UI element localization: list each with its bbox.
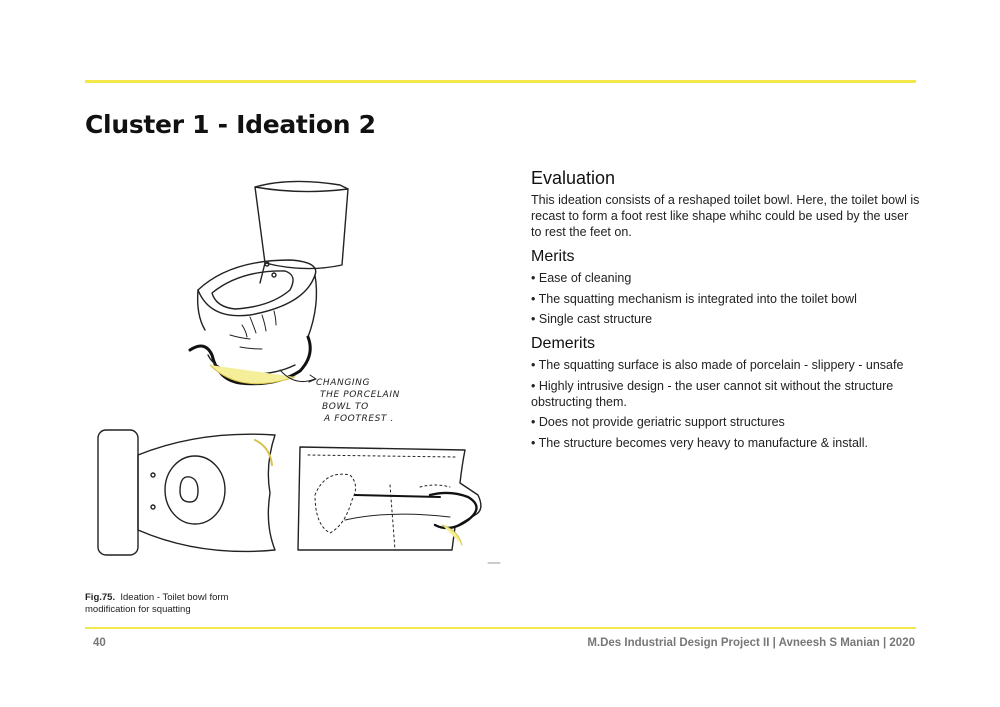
demerits-list: The squatting surface is also made of po…	[531, 357, 921, 451]
sketch-annotation: CHANGING THE PORCELAIN BOWL TO A FOOTRES…	[316, 378, 400, 424]
bottom-divider	[85, 627, 916, 629]
svg-text:CHANGING: CHANGING	[316, 378, 370, 388]
caption-label: Fig.75.	[85, 592, 116, 603]
isometric-toilet-sketch	[188, 180, 349, 386]
plan-view-sketch	[97, 429, 276, 556]
svg-text:BOWL TO: BOWL TO	[322, 402, 369, 412]
demerit-item: Does not provide geriatric support struc…	[531, 414, 921, 430]
evaluation-panel: Evaluation This ideation consists of a r…	[531, 166, 921, 455]
footer-credit: M.Des Industrial Design Project II | Avn…	[587, 637, 915, 649]
evaluation-body: This ideation consists of a reshaped toi…	[531, 193, 920, 239]
top-divider	[85, 80, 916, 83]
svg-text:THE PORCELAIN: THE PORCELAIN	[320, 390, 400, 400]
demerit-item: The structure becomes very heavy to manu…	[531, 435, 921, 451]
caption-text: Ideation - Toilet bowl form modification…	[85, 592, 229, 615]
demerit-item: The squatting surface is also made of po…	[531, 357, 921, 373]
demerits-heading: Demerits	[531, 335, 596, 352]
merit-item: Ease of cleaning	[531, 270, 921, 286]
merits-heading: Merits	[531, 248, 575, 265]
merit-item: The squatting mechanism is integrated in…	[531, 291, 921, 307]
toilet-sketch-illustration: CHANGING THE PORCELAIN BOWL TO A FOOTRES…	[97, 180, 501, 564]
demerit-item: Highly intrusive design - the user canno…	[531, 378, 921, 410]
evaluation-heading: Evaluation	[531, 168, 616, 188]
side-view-sketch	[297, 446, 482, 551]
page-number: 40	[93, 637, 106, 649]
merit-item: Single cast structure	[531, 311, 921, 327]
figure-caption: Fig.75. Ideation - Toilet bowl form modi…	[85, 592, 275, 616]
svg-text:A FOOTREST .: A FOOTREST .	[323, 414, 394, 424]
page-title: Cluster 1 - Ideation 2	[85, 110, 376, 139]
merits-list: Ease of cleaning The squatting mechanism…	[531, 270, 921, 327]
